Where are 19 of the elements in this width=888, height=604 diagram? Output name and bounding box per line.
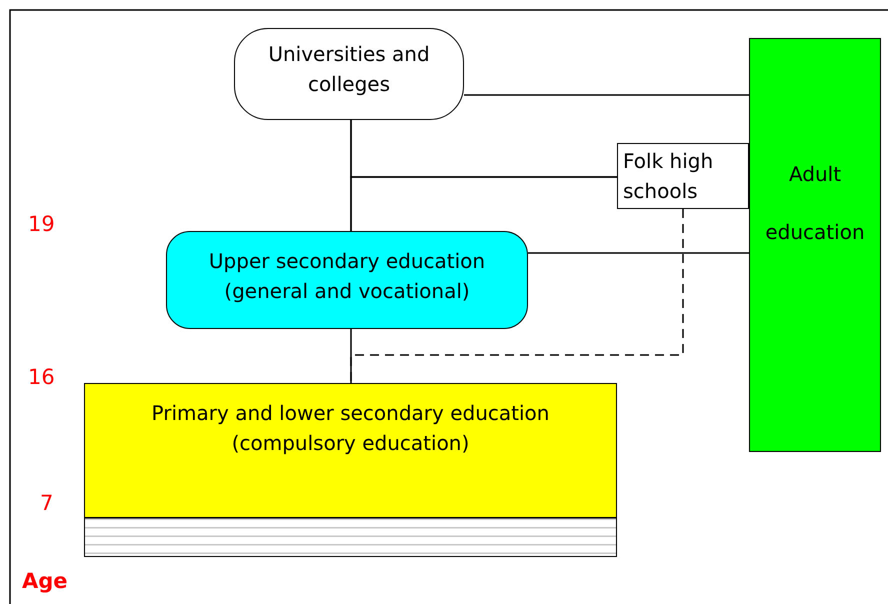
process-box <box>617 143 749 209</box>
rounded-box <box>234 28 464 120</box>
node-text: Primary and lower secondary education (compulsory education) <box>150 400 550 457</box>
dashed-connector <box>350 209 684 383</box>
connector-line <box>350 176 617 231</box>
node-text: Universities and colleges <box>267 41 431 98</box>
age-label: 16 <box>28 365 55 389</box>
connector-line <box>350 329 352 383</box>
age-label: 7 <box>40 491 54 515</box>
connector-line <box>464 94 749 96</box>
tall-box <box>749 38 881 452</box>
node-text: Upper secondary education (general and vocational) <box>208 248 486 305</box>
node-text: Adult education <box>764 161 866 246</box>
rounded-box <box>166 231 528 329</box>
age-label: 19 <box>28 212 55 236</box>
stage-box <box>84 383 617 557</box>
axis-title: Age <box>22 569 68 593</box>
node-text: Folk high schools <box>623 148 714 205</box>
connector-line <box>528 252 749 254</box>
